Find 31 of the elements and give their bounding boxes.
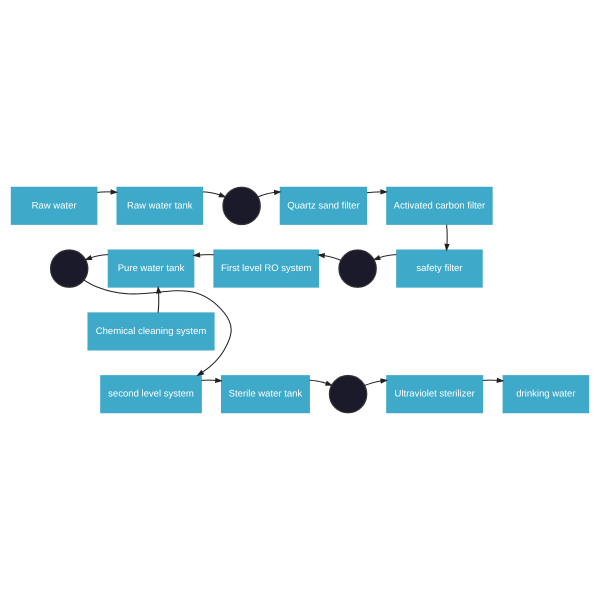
node-box: First level RO system xyxy=(213,250,320,288)
node-circle xyxy=(50,249,88,288)
arrow xyxy=(202,191,226,198)
arrow xyxy=(317,253,342,261)
node-box: Activated carbon filter xyxy=(386,186,493,225)
arrow xyxy=(192,252,214,258)
node-box: second level system xyxy=(100,375,202,414)
node-circle xyxy=(222,186,261,226)
arrow xyxy=(96,189,118,195)
arrow xyxy=(444,224,450,252)
node-circle xyxy=(328,374,368,414)
node-box: Raw water xyxy=(10,186,98,225)
arrow xyxy=(310,380,334,386)
arrow xyxy=(482,378,504,383)
node-box: Sterile water tank xyxy=(220,375,310,414)
arrow xyxy=(258,190,282,198)
arrow xyxy=(84,280,232,376)
node-box: Ultraviolet sterilizer xyxy=(386,375,484,414)
node-box: Quartz sand filter xyxy=(280,186,368,225)
arrow xyxy=(84,254,108,260)
node-box: Raw water tank xyxy=(116,186,204,225)
node-box: safety filter xyxy=(396,250,483,288)
arrow xyxy=(156,286,162,313)
arrow xyxy=(202,378,223,384)
node-box: drinking water xyxy=(502,375,590,414)
node-box: Chemical cleaning system xyxy=(87,312,215,350)
arrow xyxy=(364,378,388,386)
node-box: Pure water tank xyxy=(108,250,194,288)
node-circle xyxy=(338,249,377,288)
arrow xyxy=(372,254,396,260)
arrow xyxy=(366,189,388,195)
